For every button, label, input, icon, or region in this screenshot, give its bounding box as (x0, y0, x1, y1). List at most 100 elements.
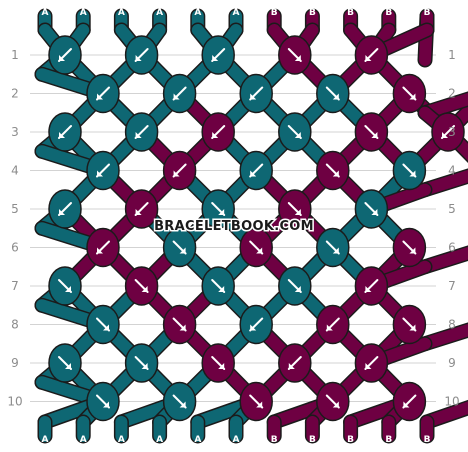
strand-label-bottom: A (80, 435, 87, 445)
knot-arrow-head (173, 170, 180, 177)
knot-arrow-head (135, 132, 142, 138)
row-label-right: 8 (448, 318, 456, 332)
knot-arrow-head (403, 401, 410, 408)
knot-arrow-head (135, 55, 142, 61)
knot-arrow-head (371, 209, 378, 215)
row-label-left: 9 (11, 356, 19, 370)
knot (316, 150, 350, 191)
knot-arrow-head (409, 324, 416, 331)
knot (86, 73, 120, 114)
knot (162, 381, 197, 422)
row-label-left: 2 (11, 87, 19, 101)
knot-arrow-head (141, 286, 148, 292)
knot (201, 189, 235, 229)
knot-arrow-head (409, 93, 416, 100)
knot-arrow-head (141, 363, 148, 369)
strand-label-bottom: A (118, 435, 125, 445)
knot (239, 73, 273, 114)
strand-label-bottom: A (194, 435, 201, 445)
strand-bottom-stub (421, 401, 468, 428)
knot (392, 73, 427, 114)
row-label-right: 5 (448, 202, 456, 216)
knot (48, 343, 82, 383)
knot-arrow-head (179, 247, 186, 254)
knot (124, 112, 159, 152)
strand-label-bottom: A (156, 435, 163, 445)
knot (278, 266, 312, 306)
knot-arrow-head (103, 324, 109, 331)
knot-arrow-head (212, 132, 219, 138)
knot (278, 35, 312, 75)
knot (316, 304, 350, 345)
strand-label-top: A (118, 8, 125, 18)
strand-label-bottom: A (233, 435, 240, 445)
knot-arrow-head (97, 93, 103, 100)
knot (354, 266, 389, 306)
knot (392, 381, 427, 422)
knot-arrow-head (294, 132, 301, 138)
knot (48, 35, 82, 75)
row-label-left: 4 (11, 164, 19, 178)
knot (278, 112, 312, 152)
strand-label-bottom: B (309, 435, 316, 445)
knot-arrow-head (250, 324, 257, 331)
knot-arrow-head (294, 209, 301, 215)
knot (201, 266, 235, 306)
row-label-left: 5 (11, 202, 19, 216)
knot-arrow-head (371, 132, 378, 138)
strand-label-top: B (347, 8, 354, 18)
knot (239, 381, 273, 422)
knot-arrow-head (59, 209, 65, 215)
knot (354, 343, 389, 383)
knot (201, 35, 235, 75)
row-label-right: 7 (448, 279, 456, 293)
knot (201, 112, 235, 152)
knot (278, 189, 312, 229)
knot (86, 150, 120, 191)
row-label-left: 6 (11, 241, 19, 255)
knot-arrow-head (409, 170, 416, 177)
knots (48, 35, 465, 422)
knot (162, 150, 197, 191)
knot-arrow-head (97, 170, 103, 177)
knot (48, 266, 82, 306)
strand-label-bottom: B (385, 435, 392, 445)
knot-arrow-head (294, 286, 301, 292)
knot-arrow-head (332, 401, 339, 408)
strand-label-top: A (42, 8, 49, 18)
row-label-left: 10 (7, 395, 22, 409)
row-label-right: 9 (448, 356, 456, 370)
knot (316, 381, 350, 422)
strand-edge-right (419, 246, 468, 273)
knot (354, 112, 389, 152)
knot-arrow-head (365, 286, 372, 292)
knot-arrow-head (294, 55, 301, 61)
knot (392, 304, 427, 345)
knot-arrow-head (332, 247, 339, 254)
strand-label-top: A (194, 8, 201, 18)
knot-arrow-head (173, 93, 180, 100)
knot-arrow-head (365, 363, 372, 369)
knot (201, 343, 235, 383)
knot (86, 381, 120, 422)
strand-label-bottom: A (42, 435, 49, 445)
knot-arrow-head (365, 55, 372, 61)
knot-arrow-head (409, 247, 416, 254)
knot-arrow-head (103, 401, 109, 408)
row-label-left: 1 (11, 48, 19, 62)
strand-label-top: B (385, 8, 392, 18)
knot (86, 227, 120, 268)
knot (86, 304, 120, 345)
knot (354, 189, 389, 229)
knot-arrow-head (256, 401, 263, 408)
knot-arrow-head (288, 363, 295, 369)
knot-arrow-head (59, 55, 65, 61)
knot (392, 227, 427, 268)
strand-label-top: B (309, 8, 316, 18)
row-label-right: 1 (448, 48, 456, 62)
knot-arrow-head (65, 363, 71, 369)
row-label-right: 4 (448, 164, 456, 178)
knot-arrow-head (65, 286, 71, 292)
watermark-text: BRACELETBOOK.COM (154, 219, 314, 234)
